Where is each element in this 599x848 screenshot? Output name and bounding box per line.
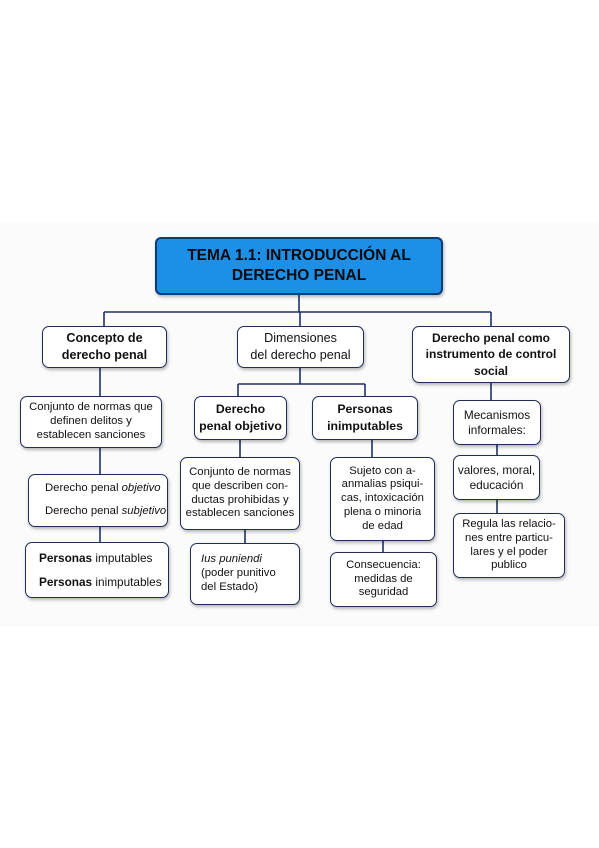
consecuencia-box: Consecuencia: medidas de seguridad — [330, 552, 437, 607]
title-box: TEMA 1.1: INTRODUCCIÓN AL DERECHO PENAL — [155, 237, 443, 295]
consecuencia-3: seguridad — [358, 586, 409, 599]
concepto-definicion-2: definen delitos y — [50, 415, 132, 428]
valores-1: valores, moral, — [457, 463, 536, 478]
concepto-heading-1: Concepto de — [66, 331, 143, 345]
dp-objetivo-heading-1: Derecho — [215, 402, 266, 417]
inimputables-definicion-5: de edad — [362, 519, 403, 532]
inimputables-definicion-3: cas, intoxicación — [341, 492, 424, 505]
personas-imputables: Personas imputables — [39, 551, 152, 565]
concepto-personas-box: Personas imputables Personas inimputable… — [25, 542, 169, 598]
ius-puniendi-term: Ius puniendi — [201, 553, 262, 566]
inimputables-definicion-1: Sujeto con a- — [349, 464, 416, 477]
personas-imputables-strong: Personas — [39, 551, 93, 566]
personas-inimputables-text: inimputables — [92, 574, 162, 589]
dp-objetivo-definicion-box: Conjunto de normas que describen con- du… — [180, 457, 300, 530]
tipo-subjetivo: Derecho penal subjetivo — [45, 505, 166, 519]
dimensiones-box: Dimensiones del derecho penal — [237, 326, 364, 368]
dp-objetivo-definicion-2: que describen con- — [191, 479, 289, 492]
control-heading-2: instrumento de control — [425, 347, 557, 362]
dp-objetivo-definicion-4: establecen sanciones — [185, 507, 295, 520]
valores-2: educación — [469, 477, 524, 492]
control-heading-3: social — [473, 363, 509, 378]
dp-objetivo-heading-2: penal objetivo — [199, 419, 282, 433]
concepto-heading-2: derecho penal — [61, 348, 148, 362]
ius-puniendi-line-1: (poder punitivo — [201, 567, 276, 580]
concepto-definicion-1: Conjunto de normas que — [29, 401, 153, 414]
concepto-box: Concepto de derecho penal — [42, 326, 167, 368]
valores-box: valores, moral, educación — [453, 455, 540, 500]
concepto-definicion-3: establecen sanciones — [36, 428, 146, 441]
inimputables-heading-2: inimputables — [327, 419, 403, 433]
regula-box: Regula las relacio- nes entre particu- l… — [453, 513, 565, 578]
control-heading-1: Derecho penal como — [431, 331, 551, 346]
tipo-subjetivo-em: subjetivo — [121, 505, 167, 517]
mecanismos-box: Mecanismos informales: — [453, 400, 541, 445]
dp-objetivo-definicion-3: ductas prohibidas y — [191, 493, 289, 506]
control-box: Derecho penal como instrumento de contro… — [412, 326, 570, 383]
inimputables-heading-1: Personas — [337, 402, 393, 417]
dimensiones-heading-1: Dimensiones — [264, 331, 337, 345]
regula-1: Regula las relacio- — [462, 517, 556, 530]
tipo-objetivo-text: Derecho penal — [45, 482, 122, 495]
regula-4: publico — [491, 559, 527, 572]
title-line-1: TEMA 1.1: INTRODUCCIÓN AL — [187, 246, 411, 264]
dimensiones-heading-2: del derecho penal — [250, 348, 351, 362]
personas-inimputables: Personas inimputables — [39, 575, 162, 589]
ius-puniendi-line-2: del Estado) — [201, 580, 259, 593]
inimputables-definicion-2: anmalias psiqui- — [341, 478, 424, 491]
consecuencia-1: Consecuencia: — [346, 558, 421, 571]
mecanismos-1: Mecanismos — [463, 408, 531, 423]
tipo-objetivo: Derecho penal objetivo — [45, 482, 161, 496]
tipo-objetivo-em: objetivo — [121, 482, 161, 495]
mecanismos-2: informales: — [468, 422, 526, 437]
title-line-2: DERECHO PENAL — [231, 267, 367, 284]
ius-puniendi-box: Ius puniendi (poder punitivo del Estado) — [190, 543, 300, 605]
inimputables-definicion-box: Sujeto con a- anmalias psiqui- cas, into… — [330, 457, 435, 541]
tipo-subjetivo-text: Derecho penal — [45, 505, 122, 517]
regula-3: lares y el poder — [470, 545, 548, 558]
inimputables-definicion-4: plena o minoria — [343, 505, 422, 518]
concepto-definicion-box: Conjunto de normas que definen delitos y… — [20, 396, 162, 448]
concepto-tipos-box: Derecho penal objetivo Derecho penal sub… — [28, 474, 168, 527]
personas-imputables-text: imputables — [92, 551, 153, 566]
regula-2: nes entre particu- — [465, 531, 553, 544]
dp-objetivo-box: Derecho penal objetivo — [194, 396, 287, 440]
personas-inimputables-strong: Personas — [39, 574, 93, 589]
consecuencia-2: medidas de — [354, 572, 413, 585]
inimputables-box: Personas inimputables — [312, 396, 418, 440]
dp-objetivo-definicion-1: Conjunto de normas — [189, 465, 291, 478]
